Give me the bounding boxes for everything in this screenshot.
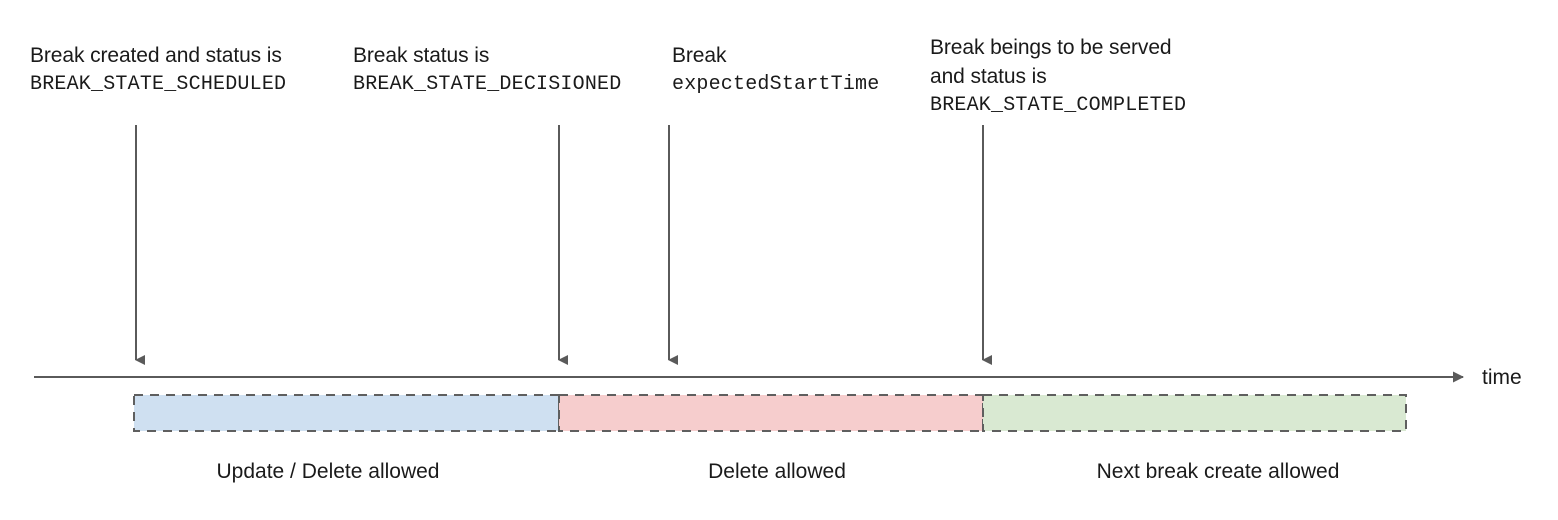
phase-caption-delete: Delete allowed — [708, 460, 846, 483]
event-state-code: expectedStartTime — [672, 73, 880, 96]
event-state-code: BREAK_STATE_DECISIONED — [353, 73, 622, 96]
event-label-text-2: and status is — [930, 65, 1047, 88]
event-state-code: BREAK_STATE_COMPLETED — [930, 94, 1187, 117]
event-label-expected-start: Break expectedStartTime — [672, 41, 879, 99]
event-label-decisioned: Break status is BREAK_STATE_DECISIONED — [353, 41, 621, 99]
event-label-scheduled: Break created and status is BREAK_STATE_… — [30, 41, 286, 99]
phase-caption-next-break: Next break create allowed — [1096, 460, 1340, 483]
phase-bar-update-delete — [133, 394, 560, 432]
event-label-text: Break — [672, 44, 727, 67]
event-label-completed: Break beings to be served and status is … — [930, 33, 1186, 120]
event-label-text: Break created and status is — [30, 44, 282, 67]
phase-bar-delete — [558, 394, 984, 432]
phase-bar-next-break — [982, 394, 1407, 432]
time-axis-label: time — [1482, 366, 1522, 389]
event-label-text: Break beings to be served — [930, 36, 1172, 59]
event-state-code: BREAK_STATE_SCHEDULED — [30, 73, 287, 96]
phase-caption-update-delete: Update / Delete allowed — [216, 460, 440, 483]
event-label-text: Break status is — [353, 44, 490, 67]
